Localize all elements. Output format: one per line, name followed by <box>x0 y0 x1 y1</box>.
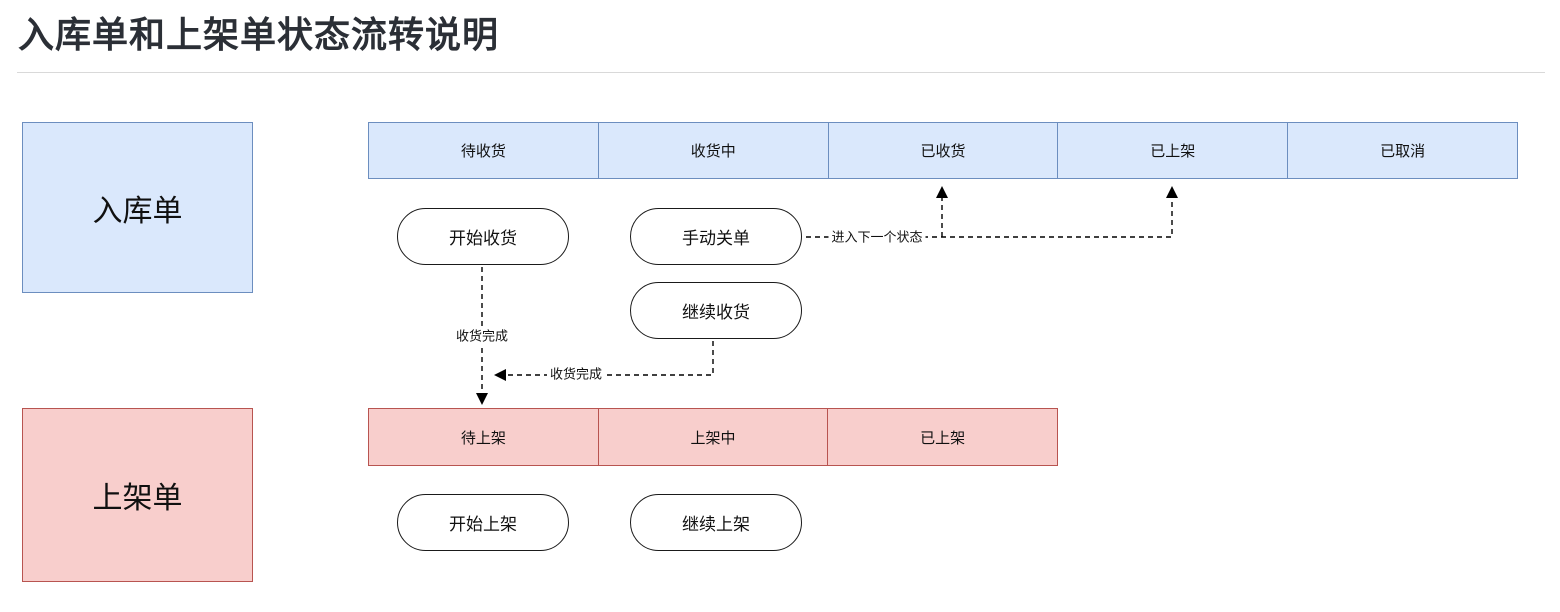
action-manual-close: 手动关单 <box>630 208 802 265</box>
page-title: 入库单和上架单状态流转说明 <box>18 14 500 55</box>
inbound-state-row: 待收货 收货中 已收货 已上架 已取消 <box>368 122 1518 179</box>
state-cell-cancelled: 已取消 <box>1287 122 1518 179</box>
entity-inbound-order: 入库单 <box>22 122 253 293</box>
action-manual-close-label: 手动关单 <box>682 229 750 248</box>
state-cell-pending-receive: 待收货 <box>368 122 599 179</box>
action-continue-receive: 继续收货 <box>630 282 802 339</box>
title-divider <box>17 72 1545 73</box>
state-cell-pending-shelve: 待上架 <box>368 408 599 466</box>
shelving-state-row: 待上架 上架中 已上架 <box>368 408 1059 466</box>
action-continue-receive-label: 继续收货 <box>682 303 750 322</box>
edge-label-receive-done-2: 收货完成 <box>546 365 606 385</box>
action-continue-shelve-label: 继续上架 <box>682 515 750 534</box>
action-start-shelve: 开始上架 <box>397 494 569 551</box>
edge-label-enter-next-state: 进入下一个状态 <box>828 228 926 248</box>
entity-shelving-order-label: 上架单 <box>92 482 183 515</box>
state-cell-shelving: 上架中 <box>597 408 829 466</box>
entity-inbound-order-label: 入库单 <box>92 194 183 228</box>
state-cell-shelved: 已上架 <box>1057 122 1289 179</box>
action-continue-shelve: 继续上架 <box>630 494 802 551</box>
edge-label-receive-done-1: 收货完成 <box>452 327 512 347</box>
action-start-receive: 开始收货 <box>397 208 569 265</box>
state-cell-receiving: 收货中 <box>597 122 829 179</box>
state-cell-received: 已收货 <box>827 122 1059 179</box>
action-start-receive-label: 开始收货 <box>449 229 517 248</box>
entity-shelving-order: 上架单 <box>22 408 253 582</box>
action-start-shelve-label: 开始上架 <box>449 515 517 534</box>
state-cell-shelved-done: 已上架 <box>827 408 1059 466</box>
